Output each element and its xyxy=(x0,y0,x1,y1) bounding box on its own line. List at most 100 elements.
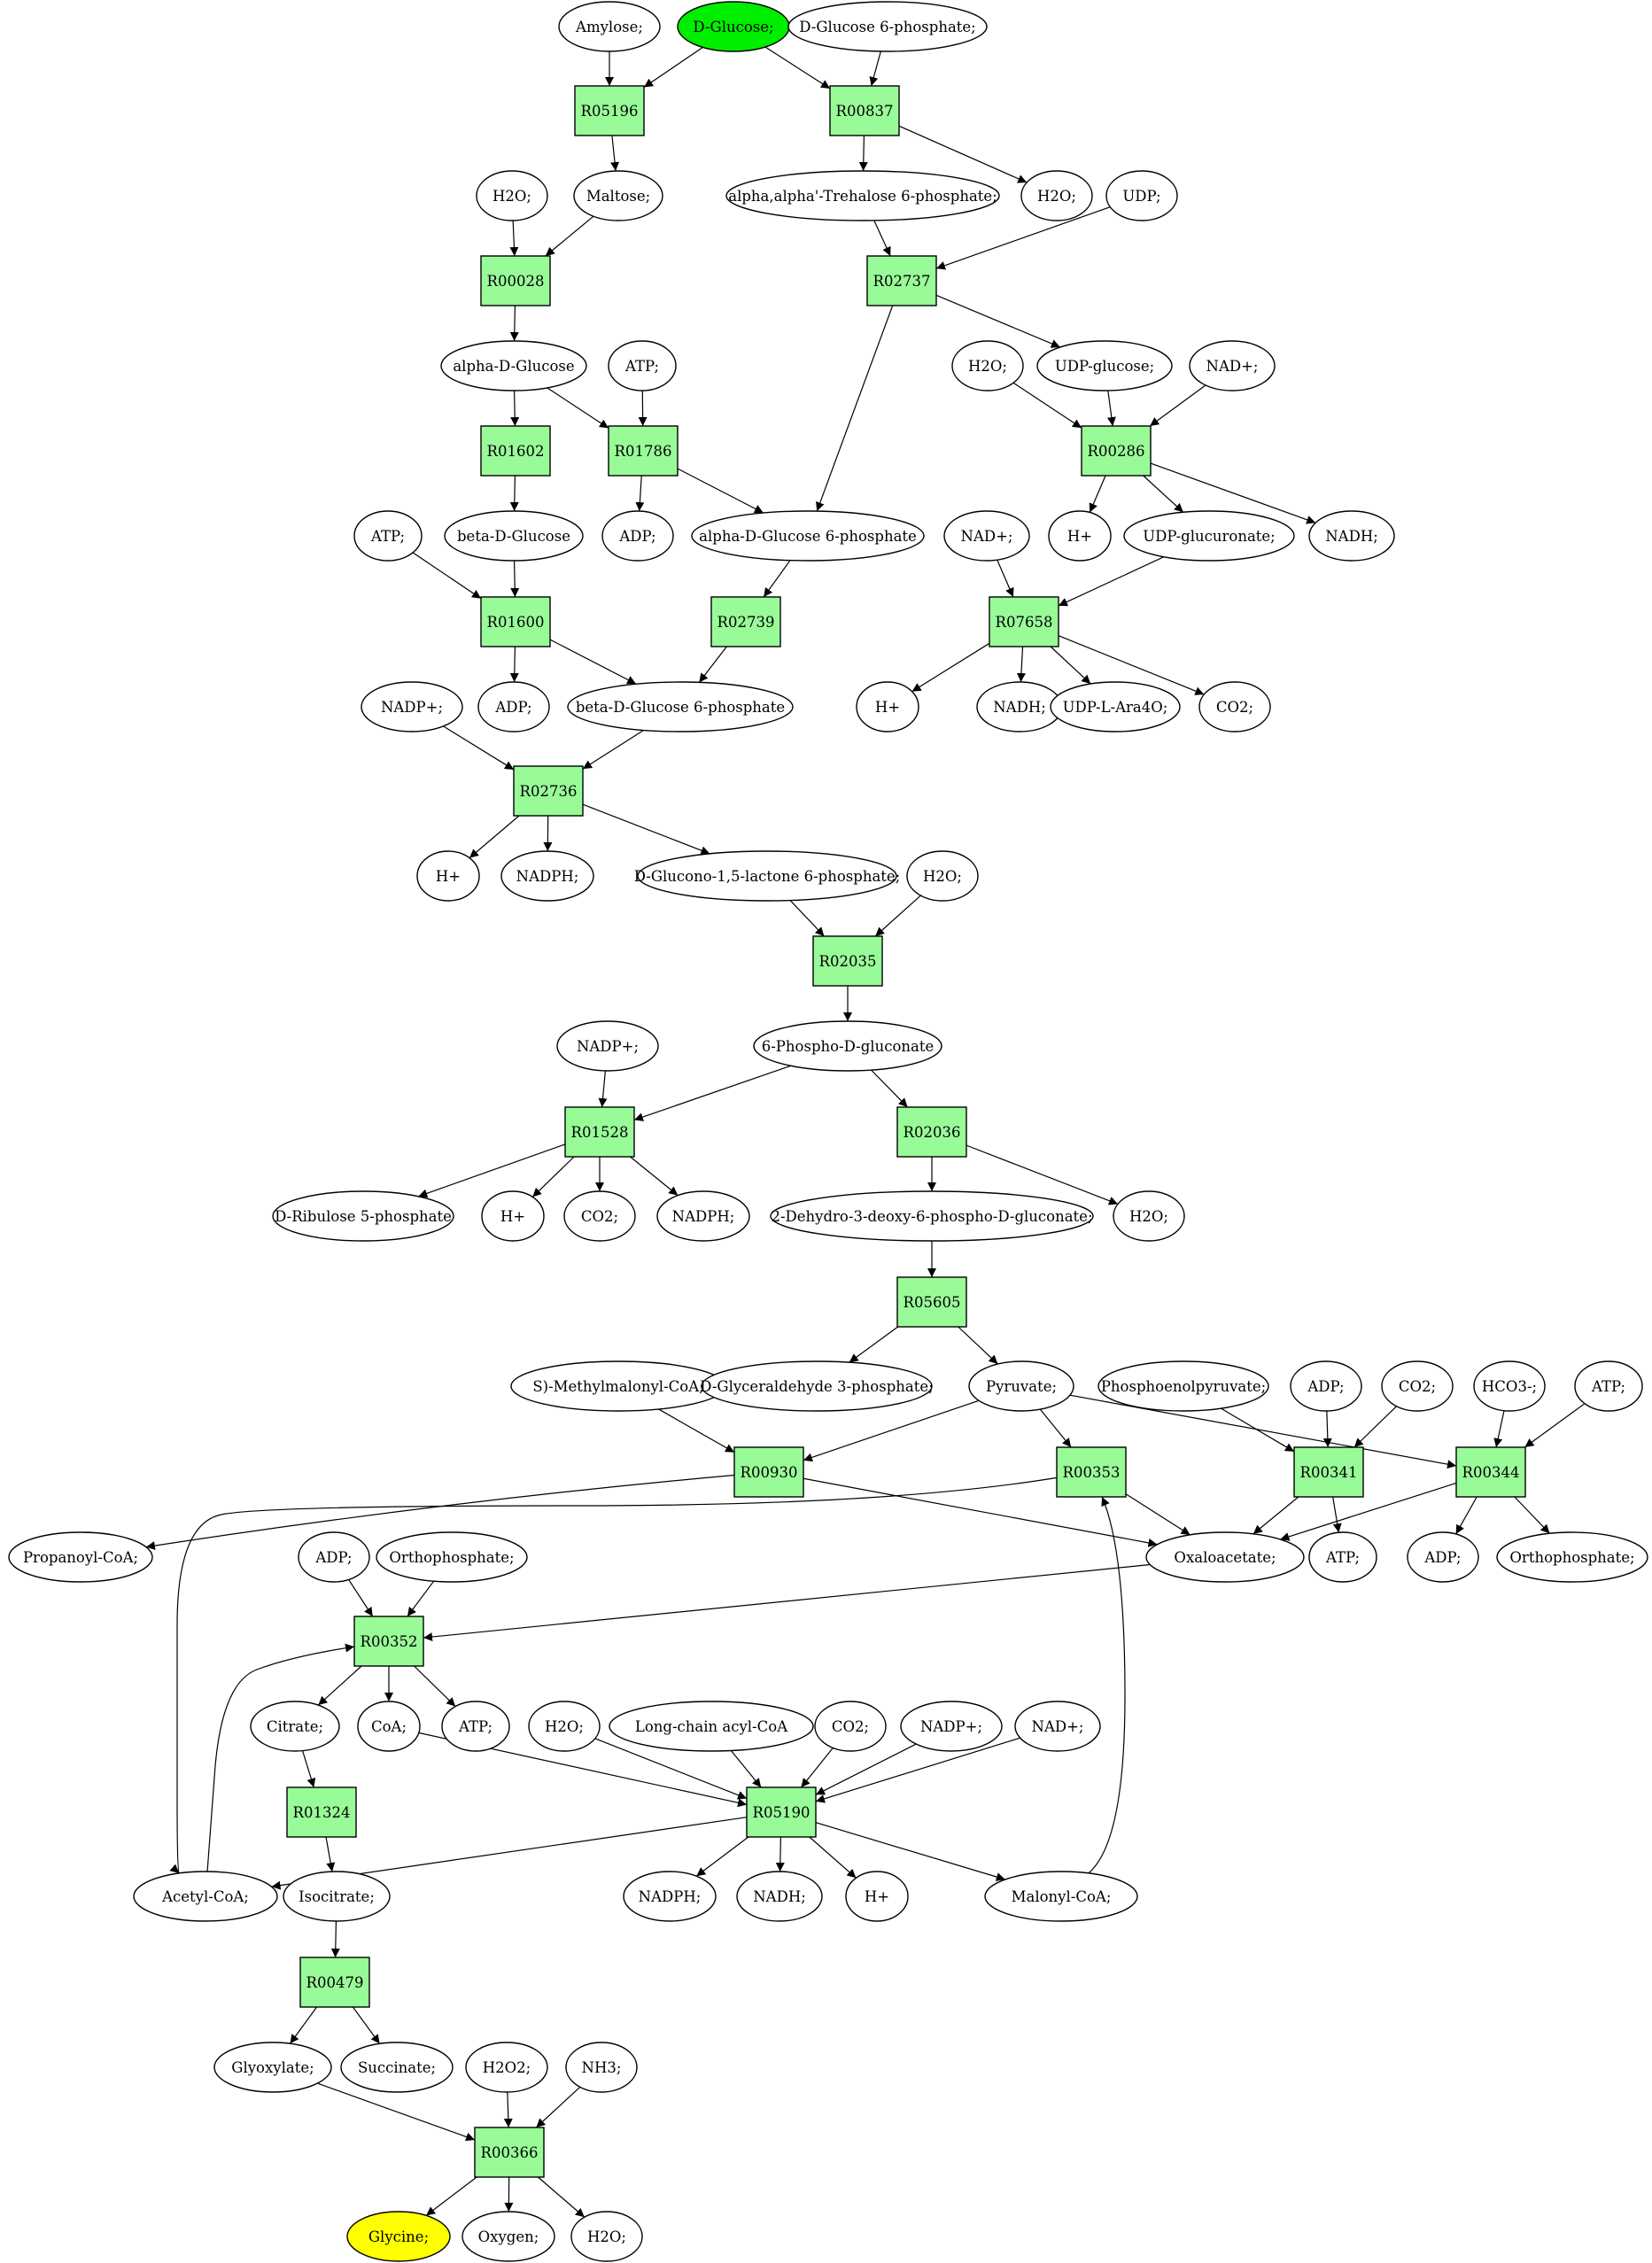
node-label: R00366 xyxy=(481,2144,539,2161)
edge-h2o_6-to-R05190 xyxy=(594,1738,748,1800)
node-label: R00344 xyxy=(1462,1464,1520,1481)
node-label: D-Glucose; xyxy=(693,19,773,35)
compound-node-isocitrate: Isocitrate; xyxy=(283,1871,391,1922)
compound-node-orthophosphate_1: Orthophosphate; xyxy=(1496,1531,1648,1583)
edge-phosphogluconate-to-R02036 xyxy=(871,1069,909,1108)
node-label: R05605 xyxy=(904,1294,961,1311)
node-label: NADP+; xyxy=(381,699,443,716)
node-label: Acetyl-CoA; xyxy=(161,1888,249,1905)
compound-ellipse xyxy=(361,681,463,732)
compound-ellipse xyxy=(528,1701,601,1752)
edge-isocitrate-to-R00479 xyxy=(330,1920,340,1958)
node-label: R01602 xyxy=(487,443,545,460)
reaction-box xyxy=(829,85,900,136)
compound-node-nh3: NH3; xyxy=(565,2042,638,2093)
compound-node-orthophosphate_2: Orthophosphate; xyxy=(376,1531,528,1583)
reaction-box xyxy=(299,1957,370,2008)
reaction-box xyxy=(746,1786,817,1838)
compound-node-udp: UDP; xyxy=(1105,170,1178,221)
compound-node-h2o_3: H2O; xyxy=(951,340,1024,391)
reaction-box xyxy=(608,425,679,477)
reaction-node-R00366: R00366 xyxy=(474,2127,545,2178)
reaction-box xyxy=(353,1616,424,1667)
edge-R00286-to-udpglucuronate xyxy=(1143,475,1184,513)
node-label: alpha-D-Glucose xyxy=(453,358,574,375)
reaction-box xyxy=(866,255,937,306)
reaction-node-R00837: R00837 xyxy=(829,85,900,136)
node-label: ADP; xyxy=(1307,1378,1344,1395)
edge-h2o_3-to-R00286 xyxy=(1012,382,1082,429)
edge-h2o_4-to-R02035 xyxy=(874,895,921,937)
reaction-box xyxy=(989,596,1059,647)
compound-node-co2_3: CO2; xyxy=(1381,1360,1454,1412)
edges-layer xyxy=(145,46,1586,2218)
edge-R05190-to-nadph_3 xyxy=(695,1836,749,1877)
compound-node-h2o_1: H2O; xyxy=(476,170,548,221)
node-label: NADPH; xyxy=(639,1888,702,1905)
edge-R00352-to-citrate xyxy=(317,1665,362,1706)
node-label: UDP; xyxy=(1122,188,1160,205)
node-label: R01600 xyxy=(487,614,545,631)
compound-node-oxygen: Oxygen; xyxy=(461,2211,555,2262)
node-label: R02036 xyxy=(904,1124,961,1141)
compound-node-smethylmalonyl: S)-Methylmalonyl-CoA; xyxy=(510,1360,726,1412)
node-label: ATP; xyxy=(1591,1378,1625,1395)
compound-ellipse xyxy=(283,1871,391,1922)
edge-nad_2-to-R07658 xyxy=(997,559,1014,598)
compound-ellipse xyxy=(250,1701,340,1752)
edge-R07658-to-hplus_2 xyxy=(911,642,990,693)
node-label: H+ xyxy=(875,699,900,716)
compound-node-nadh_2: NADH; xyxy=(976,681,1063,732)
compound-ellipse xyxy=(272,1190,454,1242)
node-label: Glycine; xyxy=(368,2228,429,2245)
compound-node-atp_5: ATP; xyxy=(441,1701,510,1752)
compound-node-adp_5: ADP; xyxy=(298,1531,370,1583)
edge-alphadglucose-to-R01786 xyxy=(547,387,609,429)
compound-node-hplus_2: H+ xyxy=(856,681,919,732)
compound-ellipse xyxy=(1473,1360,1546,1412)
compound-ellipse xyxy=(477,681,550,732)
edge-R00028-to-alphadglucose xyxy=(509,305,519,342)
compound-node-alphadglucose: alpha-D-Glucose xyxy=(440,340,587,391)
reaction-node-R01528: R01528 xyxy=(564,1106,635,1158)
edge-R00286-to-hplus_1 xyxy=(1089,475,1106,513)
compound-node-udpglucuronate: UDP-glucuronate; xyxy=(1123,510,1295,562)
reaction-box xyxy=(710,596,781,647)
compound-node-glyoxylate: Glyoxylate; xyxy=(213,2042,332,2093)
node-label: H2O; xyxy=(968,358,1007,375)
compound-ellipse xyxy=(814,1701,887,1752)
compound-ellipse xyxy=(637,850,897,902)
compound-node-h2o_7: H2O; xyxy=(570,2211,643,2262)
compound-node-nadph_2: NADPH; xyxy=(656,1190,750,1242)
reaction-node-R00286: R00286 xyxy=(1081,425,1152,477)
edge-nadpplus_1-to-R02736 xyxy=(443,725,515,771)
edge-lcacylcoa-to-R05190 xyxy=(730,1750,762,1788)
compound-node-malonylcoa: Malonyl-CoA; xyxy=(984,1871,1138,1922)
reaction-node-R02739: R02739 xyxy=(710,596,781,647)
compound-ellipse xyxy=(951,340,1024,391)
edge-R00341-to-atp_4 xyxy=(1332,1496,1342,1533)
compound-node-hco3: HCO3-; xyxy=(1473,1360,1546,1412)
edge-co2_3-to-R00341 xyxy=(1353,1406,1398,1448)
edge-adp_3-to-R00341 xyxy=(1322,1410,1332,1448)
compound-node-lcacylcoa: Long-chain acyl-CoA xyxy=(609,1701,814,1752)
node-label: H2O; xyxy=(545,1718,584,1735)
edge-atp_3-to-R00344 xyxy=(1524,1403,1586,1448)
edge-R00286-to-nadh_1 xyxy=(1150,462,1316,524)
edge-trehalose6p-to-R02737 xyxy=(873,220,891,257)
compound-node-amylose: Amylose; xyxy=(558,1,661,52)
compound-ellipse xyxy=(461,2211,555,2262)
node-label: Malonyl-CoA; xyxy=(1012,1888,1112,1905)
compound-ellipse xyxy=(906,850,979,902)
reaction-node-R00930: R00930 xyxy=(733,1446,804,1498)
node-label: NAD+; xyxy=(961,528,1013,545)
edge-alphadglucose-to-R01602 xyxy=(510,390,520,427)
node-label: Succinate; xyxy=(358,2059,436,2076)
edge-h2o_1-to-R00028 xyxy=(509,220,519,257)
compound-ellipse xyxy=(968,1360,1074,1412)
compound-node-co2_2: CO2; xyxy=(563,1190,636,1242)
node-label: CO2; xyxy=(1399,1378,1436,1395)
compound-node-pyruvate: Pyruvate; xyxy=(968,1360,1074,1412)
edge-bdg6p-to-R02736 xyxy=(582,729,644,770)
edge-R01528-to-hplus_4 xyxy=(531,1156,575,1197)
